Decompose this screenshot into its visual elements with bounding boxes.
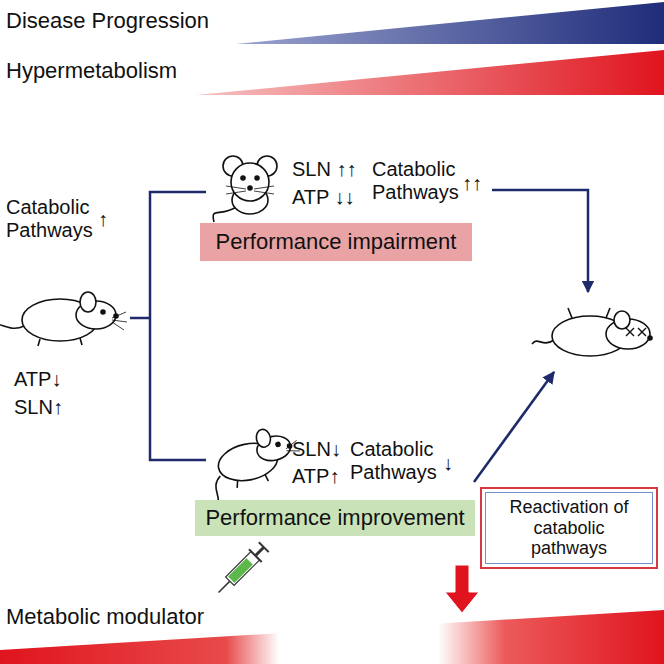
text-label: SLN ↑↑ [292, 158, 356, 181]
mouse-icon-part [276, 442, 281, 447]
syringe-icon-part [255, 547, 263, 555]
syringe-icon-part [226, 551, 260, 585]
arrow-to-death [492, 190, 588, 292]
text-label: ↓ [443, 452, 453, 475]
text-label: Metabolic modulator [6, 604, 204, 629]
outcome-box: Performance improvement [195, 500, 475, 536]
mouse-icon-part [213, 206, 238, 222]
dead-mouse-icon-part [532, 340, 554, 344]
text-label: ↑ [98, 208, 108, 231]
mouse-icon-part [248, 186, 252, 190]
mouse-icon-part [236, 474, 269, 488]
mouse-icon-part [255, 176, 259, 180]
arrow-to-death [474, 372, 554, 482]
text-label: Catabolic Pathways [350, 438, 440, 484]
text-label: ATP ↓↓ [292, 186, 355, 209]
box-text: Reactivation of catabolic pathways [494, 497, 644, 559]
box-text: Performance improvement [205, 505, 464, 530]
box-text: Performance impairment [216, 229, 457, 254]
outcome-box: Performance impairment [200, 223, 472, 261]
dead-mouse-icon-part [614, 311, 630, 329]
dead-mouse-icon-part [626, 328, 646, 336]
dead-mouse-icon [532, 308, 652, 356]
text-label: Catabolic Pathways [6, 196, 98, 242]
text-label: Hypermetabolism [6, 58, 177, 83]
mouse-icon-part [80, 292, 96, 312]
syringe-icon-part [259, 542, 269, 552]
mouse-icon [0, 292, 127, 346]
text-label: SLN↑ [14, 396, 63, 419]
syringe-icon [212, 541, 270, 599]
mouse-icon-part [0, 323, 24, 329]
text-label: Disease Progression [6, 8, 209, 33]
mouse-icon-part [112, 312, 127, 330]
text-label: ↑↑ [462, 172, 482, 195]
mouse-icon-part [241, 176, 245, 180]
syringe-icon-part [228, 558, 253, 583]
text-label: ATP↑ [292, 465, 339, 488]
note-box: Reactivation of catabolic pathways [480, 487, 658, 569]
text-label: Catabolic Pathways [372, 158, 462, 204]
down-arrow [445, 565, 479, 613]
mouse-icon-part [38, 338, 82, 346]
mouse-icon [201, 423, 308, 508]
mouse-icon-part [101, 310, 105, 314]
hypermetabolism-wedge [196, 50, 664, 95]
syringe-icon-part [219, 581, 230, 592]
progression-wedge [236, 2, 664, 44]
mouse-icon-part [231, 163, 269, 201]
text-label: ATP↓ [14, 368, 61, 391]
mouse-icon-part [255, 428, 272, 449]
mouse-icon [213, 156, 277, 222]
text-label: SLN↓ [292, 438, 341, 461]
syringe-icon-part [249, 549, 262, 562]
dead-mouse-icon-part [648, 336, 652, 340]
bracket [130, 192, 206, 460]
mouse-icon-part [226, 186, 274, 194]
